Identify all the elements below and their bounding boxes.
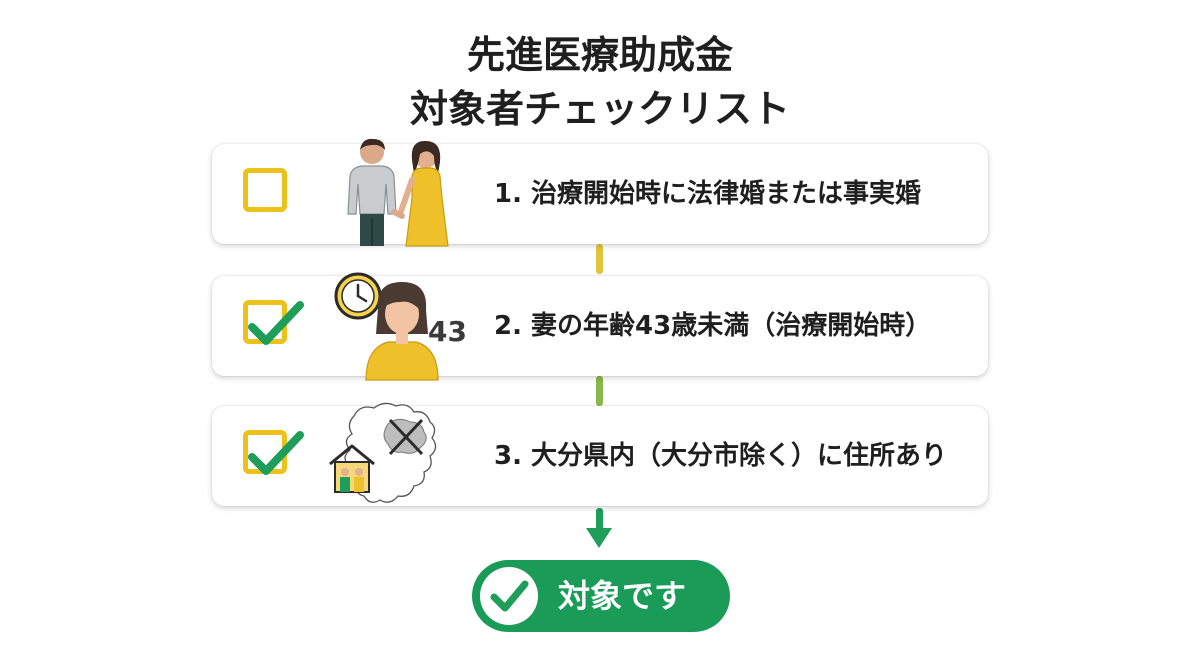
title-line-2: 対象者チェックリスト (409, 87, 790, 131)
connector-1-2 (596, 244, 603, 274)
oita-map-house-icon (329, 402, 437, 503)
checklist-item-label: 3. 大分県内（大分市除く）に住所あり (494, 441, 948, 471)
connector-2-3 (596, 376, 603, 406)
woman-clock-icon (334, 272, 439, 381)
arrow-down-icon (586, 528, 612, 548)
checkbox-checked[interactable] (243, 300, 304, 345)
connector-3-result (596, 508, 603, 530)
checklist-item-label: 2. 妻の年齢43歳未満（治療開始時） (494, 311, 932, 341)
age-badge: 43 (428, 315, 467, 348)
couple-icon (347, 138, 449, 247)
checklist-item-marriage[interactable]: 1. 治療開始時に法律婚または事実婚 (212, 138, 988, 247)
title-line-1: 先進医療助成金 (466, 33, 733, 77)
checklist-item-address[interactable]: 3. 大分県内（大分市除く）に住所あり (212, 402, 988, 506)
checkmark-icon (248, 431, 304, 475)
page-title: 先進医療助成金 対象者チェックリスト (0, 28, 1200, 136)
result-label: 対象です (558, 577, 687, 615)
checkbox-checked[interactable] (243, 430, 304, 475)
checkmark-icon (248, 301, 304, 345)
result-badge: 対象です (472, 560, 730, 632)
checkbox-unchecked[interactable] (243, 168, 287, 212)
checklist-item-label: 1. 治療開始時に法律婚または事実婚 (494, 179, 922, 209)
check-circle-icon (480, 567, 538, 625)
checklist-item-age[interactable]: 43 2. 妻の年齢43歳未満（治療開始時） (212, 272, 988, 381)
